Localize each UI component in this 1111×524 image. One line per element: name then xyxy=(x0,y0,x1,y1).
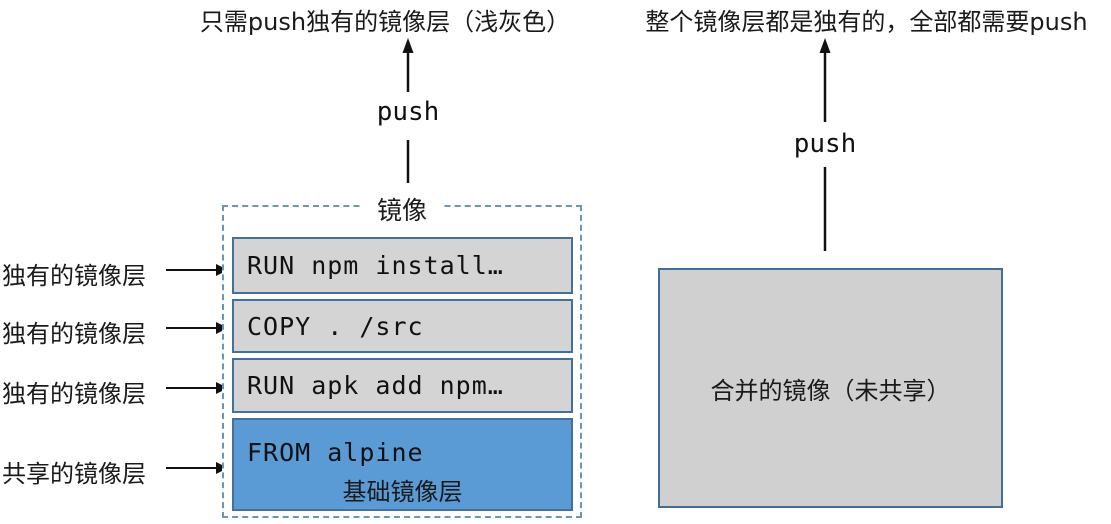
image-box-title: 镜像 xyxy=(360,191,444,227)
side-label-unique-layer-2: 独有的镜像层 xyxy=(2,320,146,348)
layer-command: COPY . /src xyxy=(247,311,424,341)
right-push-label: push xyxy=(793,129,857,159)
layer-run-apk-add: RUN apk add npm… xyxy=(232,358,573,413)
side-label-unique-layer-3: 独有的镜像层 xyxy=(2,380,146,408)
base-layer-sublabel: 基础镜像层 xyxy=(342,478,463,506)
layer-run-npm-install: RUN npm install… xyxy=(232,237,573,294)
side-label-unique-layer-1: 独有的镜像层 xyxy=(2,262,146,290)
layer-command: RUN npm install… xyxy=(247,251,504,280)
side-label-shared-layer: 共享的镜像层 xyxy=(2,460,146,488)
left-caption: 只需push独有的镜像层（浅灰色） xyxy=(199,8,571,36)
right-caption: 整个镜像层都是独有的，全部都需要push xyxy=(645,8,1088,36)
left-push-arrowhead-icon xyxy=(402,38,414,53)
layer-copy-src: COPY . /src xyxy=(232,299,573,353)
merged-image-box: 合并的镜像（未共享） xyxy=(658,268,1003,508)
left-push-label: push xyxy=(376,97,440,127)
layer-command: RUN apk add npm… xyxy=(247,371,504,400)
merged-image-box-label: 合并的镜像（未共享） xyxy=(710,376,951,405)
layer-command: FROM alpine xyxy=(247,438,424,467)
image-box: 镜像 RUN npm install… COPY . /src RUN apk … xyxy=(222,191,582,518)
right-push-arrowhead-icon xyxy=(819,38,831,53)
layer-from-alpine: FROM alpine 基础镜像层 xyxy=(232,418,573,511)
